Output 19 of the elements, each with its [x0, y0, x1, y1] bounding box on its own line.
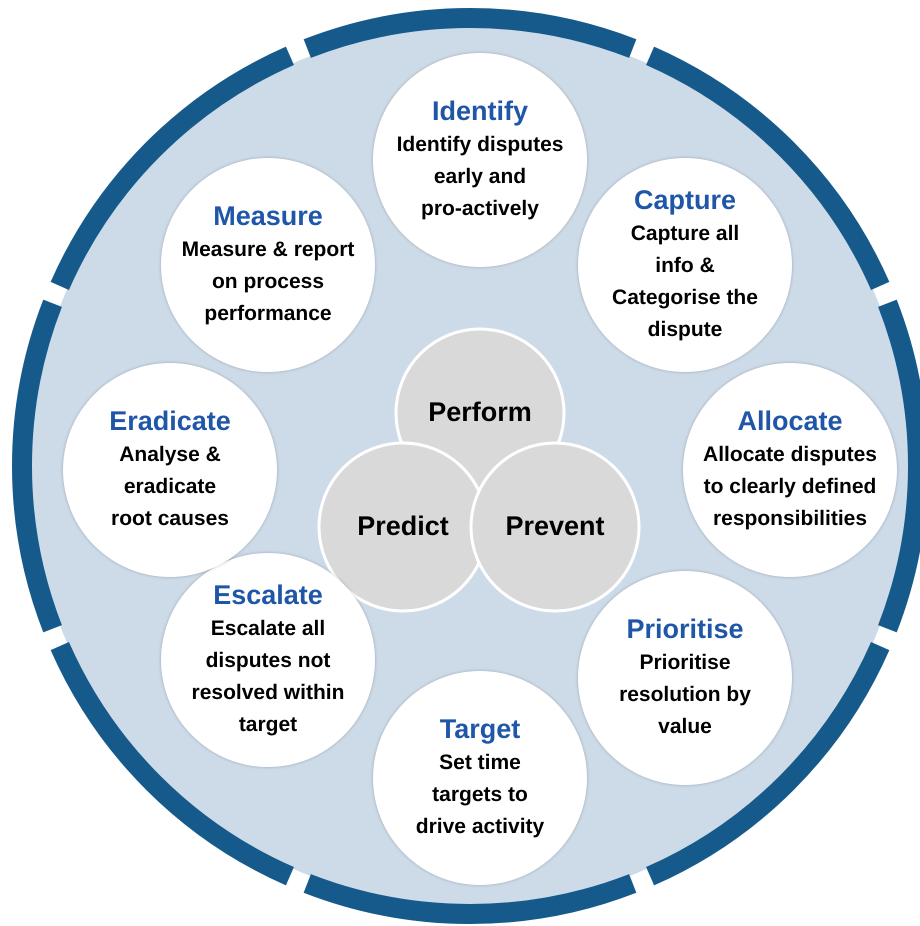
center-label: Prevent	[505, 510, 605, 544]
step-title: Identify	[432, 95, 528, 127]
step-description: Escalate all disputes not resolved within target	[190, 616, 346, 738]
step-title: Capture	[634, 184, 736, 216]
step-description: Measure & report on process performance	[180, 237, 356, 327]
step-description: Prioritise resolution by value	[618, 650, 752, 740]
center-label: Predict	[357, 510, 449, 544]
step-title: Measure	[213, 200, 323, 232]
step-title: Allocate	[737, 405, 843, 437]
step-title: Eradicate	[109, 405, 231, 437]
center-label: Perform	[428, 396, 532, 430]
step-title: Target	[440, 713, 520, 745]
step-description: Analyse & eradicate root causes	[110, 442, 230, 532]
step-title: Escalate	[213, 579, 323, 611]
step-description: Set time targets to drive activity	[414, 750, 546, 840]
step-description: Identify disputes early and pro-actively	[396, 132, 564, 222]
step-description: Allocate disputes to clearly defined responsibilities	[702, 442, 878, 532]
step-title: Prioritise	[626, 613, 744, 645]
step-description: Capture all info & Categorise the dispute	[611, 221, 759, 343]
